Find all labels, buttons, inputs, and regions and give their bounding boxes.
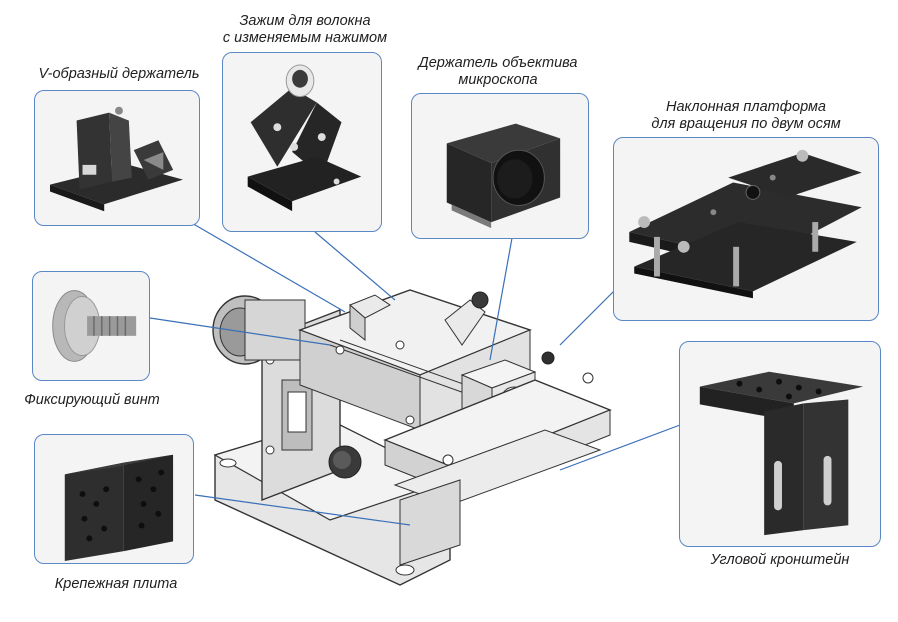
leader-angle-bracket	[559, 424, 681, 471]
label-v-holder: V-образный держатель	[38, 66, 200, 82]
objective-holder-photo	[411, 93, 589, 239]
label-fiber-clamp: Зажим для волокна с изменяемым нажимом	[222, 13, 388, 46]
v-holder-photo	[34, 90, 200, 226]
leader-fiber-clamp	[314, 231, 396, 301]
set-screw-photo	[32, 271, 150, 381]
label-set-screw: Фиксирующий винт	[24, 392, 160, 408]
fiber-clamp-photo	[222, 52, 382, 232]
label-mount-plate: Крепежная плита	[54, 576, 178, 592]
leader-mount-plate	[194, 494, 411, 526]
angle-bracket-photo	[679, 341, 881, 547]
label-tilt-platform: Наклонная платформа для вращения по двум…	[651, 99, 841, 132]
adjustment-knob	[328, 445, 362, 479]
mount-plate-photo	[34, 434, 194, 564]
label-objective-holder: Держатель объектива микроскопа	[418, 55, 578, 88]
v-holder-on-stage	[349, 294, 391, 342]
leader-objective-holder	[489, 237, 513, 361]
leader-set-screw	[149, 317, 331, 346]
fiber-clamp-on-stage	[444, 291, 489, 346]
lower-riser	[399, 479, 461, 566]
label-angle-bracket: Угловой кронштейн	[710, 552, 850, 568]
leader-tilt-platform	[559, 289, 616, 346]
leader-lines	[149, 221, 681, 526]
tilt-platform-photo	[613, 137, 879, 321]
leader-v-holder	[189, 221, 346, 313]
